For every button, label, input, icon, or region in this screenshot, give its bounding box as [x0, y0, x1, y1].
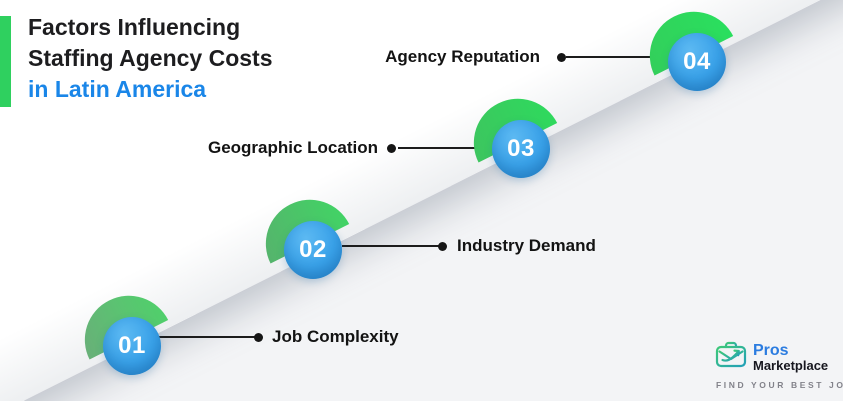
brand-logo: Pros Marketplace FIND YOUR BEST JOB	[714, 339, 843, 390]
connector-line-4	[566, 56, 668, 58]
title-line-2: Staffing Agency Costs	[28, 45, 273, 71]
logo-tagline: FIND YOUR BEST JOB	[716, 380, 843, 390]
connector-dot-4	[557, 53, 566, 62]
connector-line-2	[342, 245, 441, 247]
connector-dot-1	[254, 333, 263, 342]
title-line-3: in Latin America	[28, 76, 207, 102]
step-number-1: 01	[118, 332, 146, 359]
logo-name-top: Pros	[753, 342, 789, 359]
connector-dot-2	[438, 242, 447, 251]
connector-line-3	[398, 147, 495, 149]
page-title: Factors Influencing Staffing Agency Cost…	[28, 12, 273, 105]
title-line-1: Factors Influencing	[28, 14, 241, 40]
title-accent-bar	[0, 16, 11, 107]
step-label-3: Geographic Location	[207, 138, 378, 157]
briefcase-arrow-icon	[714, 339, 748, 376]
step-number-3: 03	[507, 135, 535, 162]
step-bubble-3: 03	[492, 120, 550, 178]
step-number-2: 02	[299, 236, 327, 263]
connector-line-1	[159, 336, 257, 338]
step-bubble-2: 02	[284, 221, 342, 279]
step-label-2: Industry Demand	[457, 236, 596, 255]
step-label-4: Agency Reputation	[385, 47, 540, 66]
connector-dot-3	[387, 144, 396, 153]
step-bubble-4: 04	[668, 33, 726, 91]
step-number-4: 04	[683, 48, 711, 75]
step-label-1: Job Complexity	[272, 327, 399, 346]
logo-name-bottom: Marketplace	[753, 358, 829, 373]
step-bubble-1: 01	[103, 317, 161, 375]
